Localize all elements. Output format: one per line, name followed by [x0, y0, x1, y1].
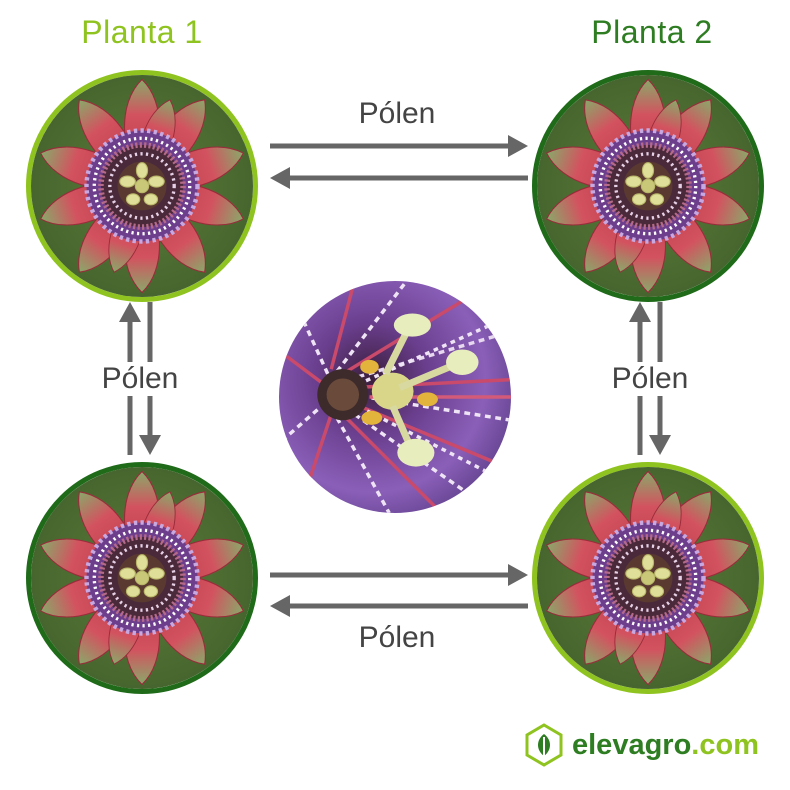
- flower-closeup-icon: [279, 281, 511, 513]
- top-arrow-left: [270, 167, 528, 189]
- plant-1-flower-top: [26, 70, 258, 302]
- pollen-label-right: Pólen: [580, 362, 720, 396]
- plant-1-title: Planta 1: [81, 14, 203, 50]
- passion-flower-icon: [31, 75, 253, 297]
- passion-flower-icon: [537, 467, 759, 689]
- logo-text: elevagro.com: [572, 727, 759, 763]
- hexagon-leaf-icon: [525, 723, 563, 767]
- pollen-label-top: Pólen: [327, 97, 467, 131]
- pollen-label-bottom: Pólen: [327, 621, 467, 655]
- logo-suffix: .com: [691, 729, 759, 761]
- plant-2-title: Planta 2: [591, 14, 713, 50]
- top-arrow-right: [270, 135, 528, 157]
- elevagro-logo[interactable]: elevagro.com: [522, 720, 772, 770]
- logo-name: elevagro: [572, 729, 692, 761]
- passion-flower-icon: [31, 467, 253, 689]
- passion-flower-icon: [537, 75, 759, 297]
- pollen-label-left: Pólen: [70, 362, 210, 396]
- plant-1-flower-bottom: [26, 462, 258, 694]
- plant-2-flower-top: [532, 70, 764, 302]
- bottom-arrow-left: [270, 595, 528, 617]
- bottom-arrow-right: [270, 564, 528, 586]
- flower-closeup: [279, 281, 511, 513]
- plant-2-flower-bottom: [532, 462, 764, 694]
